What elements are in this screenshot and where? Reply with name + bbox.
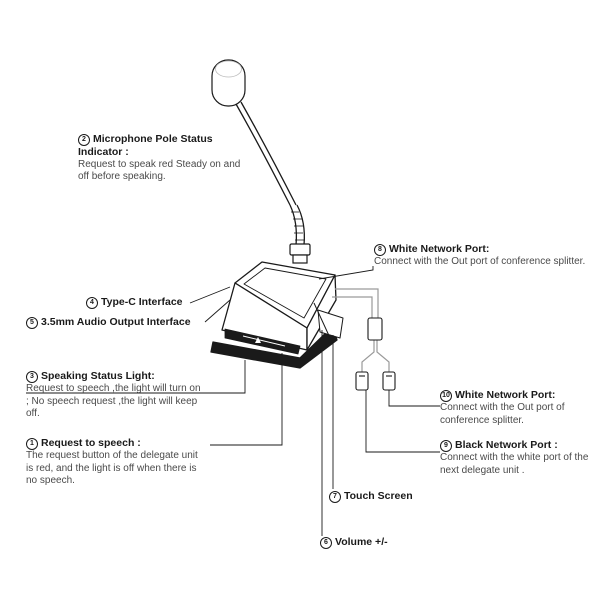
- callout-description: The request button of the delegate unit …: [26, 450, 198, 486]
- pole-base: [289, 243, 311, 264]
- badge-4: 4: [86, 297, 98, 309]
- callout-description: Request to speak red Steady on and off b…: [78, 158, 241, 183]
- delegate-unit-body: [210, 261, 344, 369]
- badge-3: 3: [26, 371, 38, 383]
- badge-6: 6: [320, 537, 332, 549]
- badge-1: 1: [26, 438, 38, 450]
- network-connectors: [355, 317, 396, 391]
- microphone-pole: [235, 101, 305, 246]
- badge-7: 7: [329, 491, 341, 503]
- callout-description: Connect with the Out port of conference …: [440, 402, 565, 426]
- badge-2: 2: [78, 134, 90, 146]
- badge-5: 5: [26, 317, 38, 329]
- callout-description: Connect with the Out port of conference …: [374, 256, 586, 267]
- callout-description: Connect with the white port of the next …: [440, 452, 589, 476]
- microphone-head: [211, 59, 246, 107]
- badge-8: 8: [374, 244, 386, 256]
- leader-lines: [26, 266, 440, 536]
- network-cables: [332, 288, 390, 372]
- badge-10: 10: [440, 390, 452, 402]
- badge-9: 9: [440, 440, 452, 452]
- callout-description: Request to speech ,the light will turn o…: [26, 383, 201, 419]
